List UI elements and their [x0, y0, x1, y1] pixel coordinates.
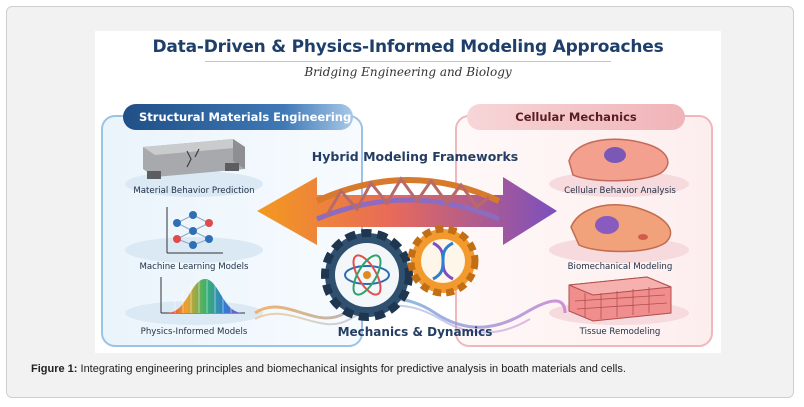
double-arrow-icon	[257, 177, 557, 245]
figure-frame: Data-Driven & Physics-Informed Modeling …	[6, 6, 794, 398]
dynamics-wave	[254, 297, 567, 329]
figure-caption: Figure 1: Integrating engineering princi…	[31, 363, 626, 375]
tissue-icon	[568, 276, 672, 322]
right-item-label: Biomechanical Modeling	[567, 262, 673, 272]
left-item-label: Material Behavior Prediction	[133, 186, 255, 196]
diagram-artwork	[143, 138, 672, 334]
atom-gear-icon	[321, 229, 413, 321]
figure-subtitle: Bridging Engineering and Biology	[304, 65, 512, 79]
caption-text: Integrating engineering principles and b…	[77, 363, 626, 375]
right-item-label: Cellular Behavior Analysis	[564, 186, 676, 196]
hybrid-frameworks-label: Hybrid Modeling Frameworks	[311, 149, 519, 164]
right-panel-header: Cellular Mechanics	[467, 104, 685, 130]
mechanics-dynamics-label: Mechanics & Dynamics	[337, 325, 493, 339]
bridge-truss-icon	[315, 176, 501, 222]
left-panel-header: Structural Materials Engineering	[123, 104, 353, 130]
left-item-label: Physics-Informed Models	[140, 327, 248, 337]
left-item-label: Machine Learning Models	[139, 262, 249, 272]
deformed-cell-icon	[570, 204, 672, 253]
figure-title: Data-Driven & Physics-Informed Modeling …	[152, 37, 664, 57]
neural-network-icon	[166, 207, 223, 254]
cell-icon	[568, 138, 669, 182]
figure-image: Data-Driven & Physics-Informed Modeling …	[95, 31, 721, 353]
title-divider	[205, 61, 611, 62]
concrete-beam-icon	[143, 139, 245, 179]
bell-curve-icon	[160, 277, 245, 314]
caption-prefix: Figure 1:	[31, 363, 78, 375]
right-item-label: Tissue Remodeling	[579, 327, 661, 337]
dna-gear-icon	[407, 225, 479, 297]
